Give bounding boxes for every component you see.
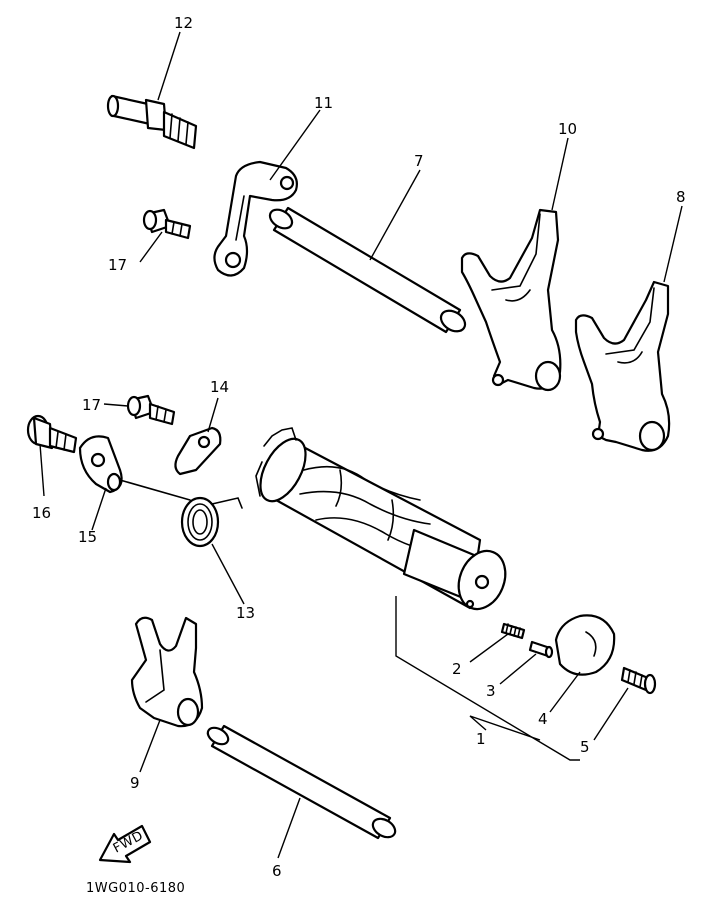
label-16: 16 [32,504,51,522]
label-13: 13 [236,604,255,622]
part-8-shift-fork [574,280,671,452]
label-5: 5 [580,738,590,756]
label-15: 15 [78,528,97,546]
label-12: 12 [174,14,193,32]
part-4-plate [554,614,616,676]
part-17-screw-lower [126,394,176,426]
label-6: 6 [272,862,282,880]
label-7: 7 [414,152,424,170]
label-3: 3 [486,682,496,700]
part-13-spring [119,479,243,548]
part-6-shaft [206,724,397,840]
label-17-lower: 17 [82,396,101,414]
part-2-pin [500,622,526,640]
label-8: 8 [676,188,686,206]
part-12-bolt [106,94,198,150]
part-17-screw-upper [142,208,192,240]
label-4: 4 [538,710,548,728]
part-16-bolt [26,414,78,454]
part-15-lever [78,435,123,494]
label-11: 11 [314,94,333,112]
label-1: 1 [476,730,486,748]
part-7-shaft [268,206,467,334]
label-14: 14 [210,378,229,396]
label-9: 9 [130,774,140,792]
part-labels: 12 11 7 10 8 17 17 14 16 15 13 2 3 4 1 5… [32,14,686,880]
label-17-upper: 17 [108,256,127,274]
part-11-plate [213,160,298,277]
leader-lines [39,31,683,859]
part-5-screw [620,666,657,695]
part-9-shift-fork [130,616,204,728]
label-10: 10 [558,120,577,138]
label-2: 2 [452,660,462,678]
part-10-shift-fork [460,208,562,392]
part-14-stopper [174,426,222,476]
part-3-pin [528,640,554,659]
fwd-arrow: FWD [98,824,152,864]
shift-drum [255,427,507,611]
diagram-code: 1WG010-6180 [86,881,185,896]
